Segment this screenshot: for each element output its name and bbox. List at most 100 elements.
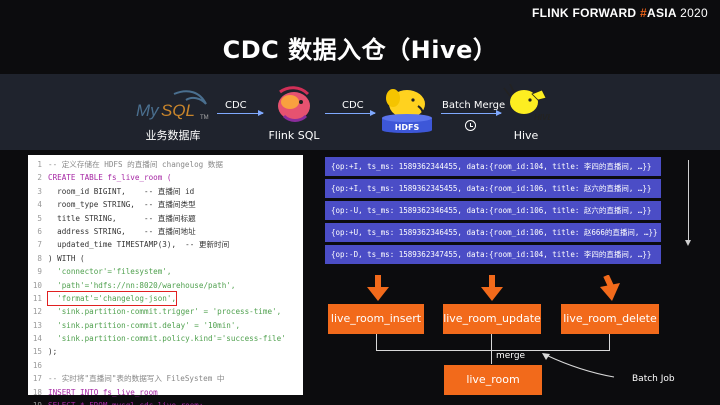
changelog-message: {op:+I, ts_ms: 1589362344455, data:{room… (325, 157, 661, 176)
code-line: 5 title STRING, -- 直播间标题 (28, 212, 303, 225)
line-number: 13 (32, 320, 42, 330)
code-line: 1 -- 定义存储在 HDFS 的直播间 changelog 数据 (28, 158, 303, 171)
code-line: 14 'sink.partition-commit.policy.kind'='… (28, 332, 303, 345)
brand-flink: FLINK FORWARD (532, 6, 637, 20)
code-text: 'sink.partition-commit.trigger' = 'proce… (48, 307, 282, 317)
code-text: address STRING, -- 直播间地址 (48, 226, 196, 236)
code-text: ) WITH ( (48, 253, 85, 263)
slide-title: CDC 数据入仓（Hive） (222, 36, 498, 64)
down-arrow-update (481, 275, 503, 301)
mysql-logo-icon: My SQL TM (136, 90, 209, 121)
line-number: 17 (32, 374, 42, 384)
svg-text:TM: TM (200, 115, 209, 121)
sql-code-panel: 1 -- 定义存储在 HDFS 的直播间 changelog 数据 2 CREATE … (28, 155, 303, 405)
flink-label: Flink SQL (268, 129, 320, 142)
brand-logo: FLINK FORWARD #ASIA 2020 (532, 6, 708, 20)
batch-job-pointer (542, 353, 615, 378)
flink-node: Flink SQL (266, 84, 322, 142)
code-line: 15); (28, 345, 303, 358)
arrow-cdc-1-label: CDC (225, 100, 247, 111)
code-line: 2 CREATE TABLE fs_live_room ( (28, 171, 303, 184)
line-number: 16 (32, 360, 42, 370)
code-text: title STRING, -- 直播间标题 (48, 213, 196, 223)
changelog-message: {op:+I, ts_ms: 1589362345455, data:{room… (325, 179, 661, 198)
line-number: 3 (37, 186, 42, 196)
mysql-node: My SQL TM 业务数据库 (128, 86, 218, 143)
line-number: 5 (37, 213, 42, 223)
code-line: 7 updated_time TIMESTAMP(3), -- 更新时间 (28, 238, 303, 251)
merge-line-horizontal (376, 350, 610, 351)
brand-year: 2020 (680, 6, 708, 20)
line-number: 7 (37, 240, 42, 250)
mysql-label: 业务数据库 (145, 129, 201, 142)
changelog-message: {op:-D, ts_ms: 1589362347455, data:{room… (325, 245, 661, 264)
code-line: 9 'connector'='filesystem', (28, 265, 303, 278)
code-text: 'connector'='filesystem', (48, 267, 172, 277)
code-line: 6 address STRING, -- 直播间地址 (28, 225, 303, 238)
code-text: 'sink.partition-commit.delay' = '10min', (48, 320, 241, 330)
line-number: 11 (32, 293, 42, 303)
code-line: 8 ) WITH ( (28, 252, 303, 265)
pipeline-band (0, 74, 720, 150)
line-number: 6 (37, 226, 42, 236)
line-number: 19 (28, 399, 48, 405)
arrow-batch-merge (441, 110, 502, 116)
code-text: -- 实时将"直播间"表的数据写入 FileSystem 中 (48, 374, 225, 384)
line-number: 4 (37, 200, 42, 210)
svg-text:My: My (136, 101, 160, 120)
changelog-message: {op:+U, ts_ms: 1589362346455, data:{room… (325, 223, 661, 242)
code-line: 12 'sink.partition-commit.trigger' = 'pr… (28, 305, 303, 318)
changelog-message: {op:-U, ts_ms: 1589362346455, data:{room… (325, 201, 661, 220)
flink-logo-icon (278, 86, 310, 122)
merge-line-down (491, 350, 492, 364)
arrow-batch-merge-label: Batch Merge (442, 100, 506, 111)
line-number: 12 (32, 307, 42, 317)
hive-logo-icon: HIVE (503, 83, 553, 122)
code-text: room_type STRING, -- 直播间类型 (48, 200, 196, 210)
code-text: room_id BIGINT, -- 直播间 id (48, 186, 195, 196)
line-number: 2 (37, 173, 42, 183)
code-text: 'path'='hdfs://nn:8020/warehouse/path', (48, 280, 236, 290)
line-number: 10 (32, 280, 42, 290)
code-line: 10 'path'='hdfs://nn:8020/warehouse/path… (28, 279, 303, 292)
arrow-cdc-2-label: CDC (342, 100, 364, 111)
table-live-room-insert: live_room_insert (328, 304, 424, 334)
merge-line-delete (609, 334, 610, 350)
code-text: -- 定义存储在 HDFS 的直播间 changelog 数据 (48, 160, 223, 169)
code-line: 4 room_type STRING, -- 直播间类型 (28, 198, 303, 211)
merge-line-update (491, 334, 492, 350)
code-text: INSERT INTO fs_live_room (48, 387, 158, 397)
line-number: 1 (37, 160, 42, 169)
code-line: 3 room_id BIGINT, -- 直播间 id (28, 185, 303, 198)
batch-job-label: Batch Job (632, 374, 675, 384)
code-line: 17 -- 实时将"直播间"表的数据写入 FileSystem 中 (28, 372, 303, 385)
code-text: SELECT * FROM mysql_cdc_live_room; (48, 399, 203, 405)
svg-text:HIVE: HIVE (534, 113, 550, 122)
line-number: 8 (37, 253, 42, 263)
code-text: updated_time TIMESTAMP(3), -- 更新时间 (48, 240, 230, 250)
merge-label: merge (496, 351, 526, 361)
code-text: 'sink.partition-commit.policy.kind'='suc… (48, 334, 286, 344)
table-live-room: live_room (444, 365, 542, 395)
brand-hash: # (640, 6, 648, 20)
time-order-arrow (685, 160, 691, 246)
table-live-room-delete: live_room_delete (561, 304, 659, 334)
line-number: 14 (32, 334, 42, 344)
hdfs-badge: HDFS (395, 123, 420, 132)
hive-node: HIVE Hive (498, 83, 554, 142)
code-text: CREATE TABLE fs_live_room ( (48, 173, 172, 183)
hive-label: Hive (513, 129, 539, 142)
hdfs-logo-icon: HDFS (382, 89, 432, 133)
down-arrow-insert (367, 275, 389, 301)
line-number: 15 (32, 347, 42, 357)
brand-asia: ASIA (647, 6, 677, 20)
table-live-room-update: live_room_update (443, 304, 541, 334)
merge-line-insert (376, 334, 377, 350)
code-line: 16 (28, 359, 303, 372)
code-line: 19SELECT * FROM mysql_cdc_live_room; (28, 399, 303, 405)
hdfs-node: HDFS (378, 84, 436, 139)
arrow-cdc-2 (325, 110, 376, 116)
code-line: 11 'format'='changelog-json', (28, 290, 303, 307)
code-text-highlighted: 'format'='changelog-json', (46, 290, 178, 307)
